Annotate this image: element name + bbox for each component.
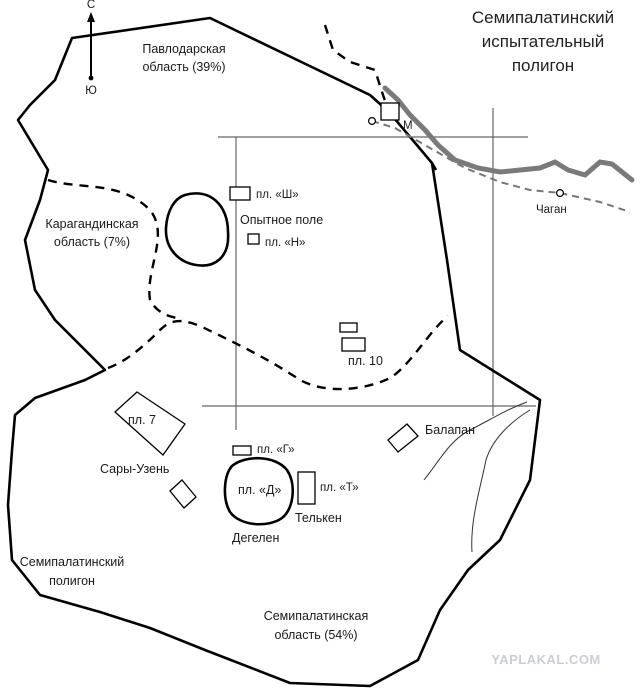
map-title-line-1: Семипалатинский <box>472 8 614 27</box>
boundary-northeast <box>323 24 390 111</box>
polygon-label-line-2: полигон <box>49 574 95 588</box>
pavlodar-label-line-2: область (39%) <box>142 60 225 74</box>
semipalatinsk-region-label-line-2: область (54%) <box>274 628 357 642</box>
grid-lines <box>202 108 536 430</box>
site-sh-label: пл. «Ш» <box>256 189 299 201</box>
site-10-box-2 <box>341 337 366 352</box>
watermark: YAPLAKAL.COM <box>491 652 601 667</box>
tributary-2 <box>471 409 531 553</box>
semipalatinsk-region-label-line-1: Семипалатинская <box>264 609 369 623</box>
m-label: М <box>403 120 413 132</box>
test-field-outline <box>164 192 230 267</box>
karaganda-label-line-1: Карагандинская <box>45 217 138 231</box>
site-g-label: пл. «Г» <box>257 444 295 456</box>
north-arrow-icon <box>87 12 95 22</box>
map-title-line-3: полигон <box>512 56 574 75</box>
test-field-label: Опытное поле <box>240 213 323 227</box>
site-g-box <box>232 445 252 456</box>
site-10-label: пл. 10 <box>348 354 383 368</box>
railway <box>371 120 631 213</box>
border-spur <box>430 162 438 171</box>
boundary-pavlodar-karaganda <box>47 178 183 322</box>
river <box>382 85 635 183</box>
site-n-box <box>247 233 260 245</box>
balapan-label: Балапан <box>425 423 475 437</box>
site-10-box-1 <box>339 322 358 333</box>
compass-dot-icon <box>88 75 94 81</box>
chagan-town-dot-icon <box>555 189 564 198</box>
polygon-label-line-1: Семипалатинский <box>20 555 125 569</box>
polygon-border <box>6 16 542 688</box>
site-sh-box <box>229 186 251 201</box>
boundary-karaganda-semipalatinsk <box>107 315 449 391</box>
tributary-1 <box>423 401 528 481</box>
compass: С Ю <box>85 0 97 97</box>
sary-uzen-box <box>169 479 197 509</box>
site-7-label: пл. 7 <box>128 413 156 427</box>
pavlodar-label-line-1: Павлодарская <box>142 42 225 56</box>
site-d-label: пл. «Д» <box>238 483 281 497</box>
site-t-box <box>297 471 316 505</box>
degelen-outline <box>223 456 295 526</box>
karaganda-label-line-2: область (7%) <box>54 235 130 249</box>
site-n-label: пл. «Н» <box>265 237 305 249</box>
site-m-box <box>380 102 400 121</box>
site-7-box <box>114 391 186 456</box>
compass-south-label: Ю <box>85 85 97 97</box>
map-title-line-2: испытательный <box>482 32 604 51</box>
compass-north-label: С <box>87 0 95 11</box>
degelen-label: Дегелен <box>232 531 279 545</box>
telken-label: Телькен <box>295 511 342 525</box>
chagan-label: Чаган <box>536 204 567 216</box>
sary-uzen-label: Сары-Узень <box>100 462 169 476</box>
site-t-label: пл. «Т» <box>320 482 359 494</box>
balapan-box <box>387 423 419 453</box>
m-town-dot-icon <box>368 116 377 125</box>
